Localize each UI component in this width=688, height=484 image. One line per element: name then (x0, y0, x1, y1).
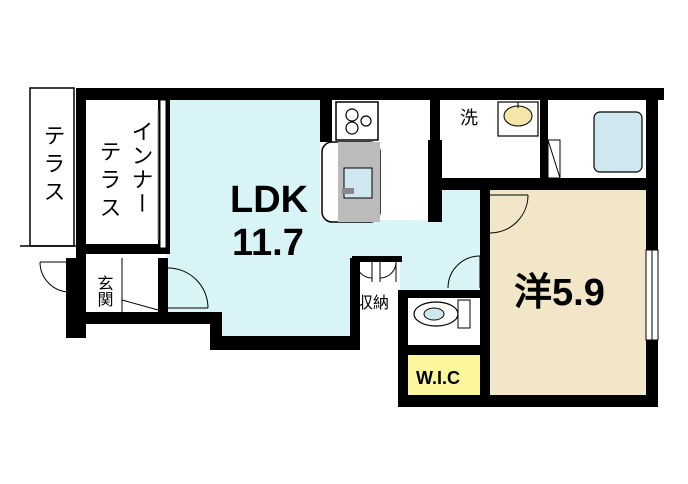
kitchen (321, 101, 381, 223)
western-room-name: 洋 (514, 272, 552, 314)
washroom (442, 100, 646, 179)
windows (159, 99, 659, 341)
inner-terrace-label-line1: インナー (128, 120, 153, 216)
doors (39, 140, 529, 309)
ldk-floor (166, 100, 482, 336)
wic-floor (408, 355, 486, 395)
wic-label: W.I.C (416, 368, 460, 388)
western-room-label: 洋5.9 (514, 272, 605, 314)
ldk-label: LDK (230, 179, 309, 221)
terrace-label: テラス (40, 124, 65, 208)
terrace-area (29, 87, 75, 247)
western-room-size: 5.9 (552, 272, 605, 314)
toilet (408, 298, 480, 345)
inner-terrace-label-line2: テラス (96, 140, 121, 224)
laundry-label: 洗 (460, 108, 478, 129)
ldk-size: 11.7 (232, 222, 304, 264)
entrance-label: 玄関 (95, 275, 114, 308)
storage-label: 収納 (357, 293, 389, 312)
